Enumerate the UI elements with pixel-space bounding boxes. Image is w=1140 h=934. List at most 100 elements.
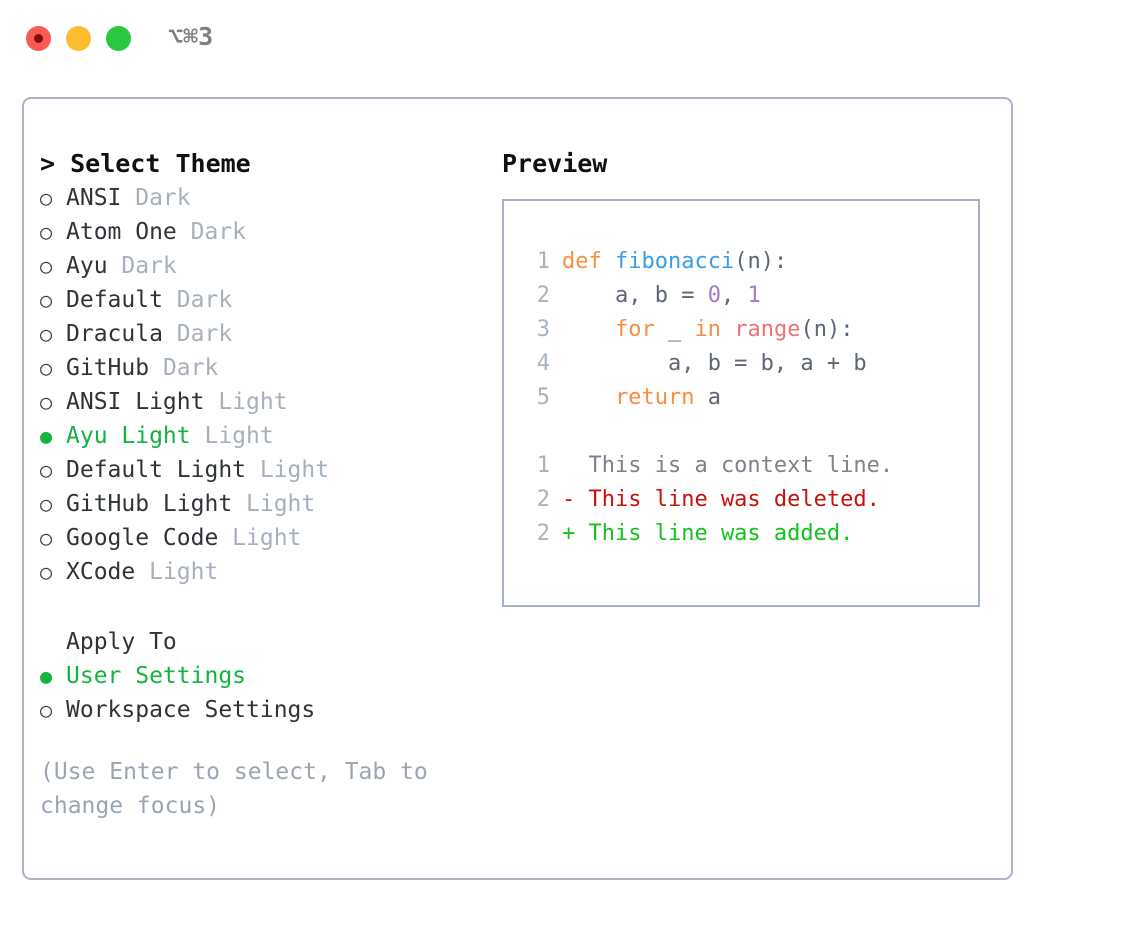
theme-option-name: ANSI Light bbox=[66, 389, 205, 415]
theme-option-google-code[interactable]: ○Google Code Light bbox=[40, 521, 470, 555]
maximize-window-button[interactable] bbox=[106, 26, 131, 51]
radio-unselected-icon: ○ bbox=[40, 698, 53, 722]
theme-option-name: GitHub bbox=[66, 355, 150, 381]
theme-option-category: Light bbox=[190, 423, 274, 449]
diff-line-context: 1 This is a context line. bbox=[504, 449, 978, 483]
section-spacer bbox=[40, 589, 470, 625]
theme-option-ansi-light[interactable]: ○ ANSI Light Light bbox=[40, 385, 470, 419]
theme-option-name: Dracula bbox=[66, 321, 163, 347]
theme-option-name: Default Light bbox=[66, 457, 247, 483]
code-line-number: 4 bbox=[536, 351, 550, 376]
theme-option-github-light[interactable]: ○ GitHub Light Light bbox=[40, 487, 470, 521]
code-line: 4 a, b = b, a + b bbox=[504, 347, 978, 381]
code-token-plain: (n): bbox=[734, 249, 788, 274]
theme-selector-panel: > Select Theme ○ANSI Dark○Atom One Dark○… bbox=[22, 97, 1013, 880]
title-bar: ⌥⌘3 bbox=[0, 0, 1140, 78]
theme-selection-column: > Select Theme ○ANSI Dark○Atom One Dark○… bbox=[40, 147, 470, 823]
code-token-builtin: range bbox=[734, 317, 801, 342]
diff-line-number: 2 bbox=[536, 521, 550, 546]
radio-selected-icon: ● bbox=[40, 424, 53, 448]
diff-line-text: - This line was deleted. bbox=[562, 487, 880, 512]
theme-option-category: Dark bbox=[176, 219, 247, 245]
theme-option-category: Light bbox=[232, 491, 316, 517]
code-token-plain: a, b = bbox=[562, 283, 708, 308]
theme-option-ayu[interactable]: ○ Ayu Dark bbox=[40, 249, 470, 283]
code-line-number: 5 bbox=[536, 385, 550, 410]
code-line-text: for _ in range(n): bbox=[562, 313, 853, 347]
keyboard-hint-text: (Use Enter to select, Tab to change focu… bbox=[40, 759, 428, 819]
code-token-fn: fibonacci bbox=[614, 249, 735, 274]
window-title: ⌥⌘3 bbox=[168, 22, 214, 51]
code-line-text: a, b = 0, 1 bbox=[562, 279, 761, 313]
theme-option-default-light[interactable]: ○Default Light Light bbox=[40, 453, 470, 487]
radio-unselected-icon: ○ bbox=[40, 560, 53, 584]
apply-to-option-name: Workspace Settings bbox=[66, 697, 316, 723]
code-line-number: 2 bbox=[536, 283, 550, 308]
select-theme-heading: > Select Theme bbox=[40, 149, 251, 178]
code-token-plain: a bbox=[694, 385, 721, 410]
radio-unselected-icon: ○ bbox=[40, 322, 53, 346]
theme-option-name: GitHub Light bbox=[66, 491, 233, 517]
preview-heading: Preview bbox=[502, 149, 608, 178]
code-line-text: a, b = b, a + b bbox=[562, 347, 867, 381]
diff-line-number: 2 bbox=[536, 487, 550, 512]
code-token-num: 0 bbox=[707, 283, 721, 308]
code-token-plain: _ bbox=[654, 317, 695, 342]
theme-option-github[interactable]: ○ GitHub Dark bbox=[40, 351, 470, 385]
radio-unselected-icon: ○ bbox=[40, 458, 53, 482]
theme-option-category: Dark bbox=[162, 287, 233, 313]
diff-sample: 1 This is a context line. 2 - This line wa… bbox=[504, 449, 978, 551]
theme-option-category: Dark bbox=[162, 321, 233, 347]
radio-unselected-icon: ○ bbox=[40, 356, 53, 380]
minimize-window-button[interactable] bbox=[66, 26, 91, 51]
radio-unselected-icon: ○ bbox=[40, 254, 53, 278]
radio-unselected-icon: ○ bbox=[40, 492, 53, 516]
code-line-number: 3 bbox=[536, 317, 550, 342]
diff-line-added: 2 + This line was added. bbox=[504, 517, 978, 551]
theme-option-name: Default bbox=[66, 287, 163, 313]
code-line: 5 return a bbox=[504, 381, 978, 415]
code-line: 3 for _ in range(n): bbox=[504, 313, 978, 347]
radio-unselected-icon: ○ bbox=[40, 288, 53, 312]
theme-option-ayu-light[interactable]: ●Ayu Light Light bbox=[40, 419, 470, 453]
code-token-kw: for bbox=[614, 317, 655, 342]
radio-unselected-icon: ○ bbox=[40, 390, 53, 414]
code-token-kw: def bbox=[562, 249, 615, 274]
theme-option-name: Ayu bbox=[66, 253, 108, 279]
theme-option-name: XCode bbox=[66, 559, 136, 585]
apply-to-option-user-settings[interactable]: ●User Settings bbox=[40, 659, 470, 693]
diff-line-text: This is a context line. bbox=[562, 453, 894, 478]
radio-unselected-icon: ○ bbox=[40, 526, 53, 550]
apply-to-option-name: User Settings bbox=[66, 663, 247, 689]
diff-line-text: + This line was added. bbox=[562, 521, 854, 546]
code-line-text: def fibonacci(n): bbox=[562, 245, 787, 279]
apply-to-option-workspace-settings[interactable]: ○ Workspace Settings bbox=[40, 693, 470, 727]
radio-unselected-icon: ○ bbox=[40, 186, 53, 210]
theme-option-category: Dark bbox=[149, 355, 219, 381]
apply-to-heading: Apply To bbox=[66, 629, 177, 655]
theme-option-atom-one[interactable]: ○Atom One Dark bbox=[40, 215, 470, 249]
diff-line-deleted: 2 - This line was deleted. bbox=[504, 483, 978, 517]
theme-option-dracula[interactable]: ○ Dracula Dark bbox=[40, 317, 470, 351]
theme-option-name: Atom One bbox=[66, 219, 177, 245]
theme-option-category: Light bbox=[204, 389, 288, 415]
theme-option-xcode[interactable]: ○ XCode Light bbox=[40, 555, 470, 589]
theme-option-ansi[interactable]: ○ANSI Dark bbox=[40, 181, 470, 215]
close-window-button[interactable] bbox=[26, 26, 51, 51]
theme-option-category: Dark bbox=[107, 253, 177, 279]
theme-option-default[interactable]: ○ Default Dark bbox=[40, 283, 470, 317]
code-token-plain bbox=[721, 317, 734, 342]
code-line-text: return a bbox=[562, 381, 721, 415]
code-token-plain bbox=[562, 317, 615, 342]
theme-option-list: ○ANSI Dark○Atom One Dark○Ayu Dark○Defaul… bbox=[40, 181, 470, 589]
code-line-number: 1 bbox=[536, 249, 550, 274]
theme-option-category: Light bbox=[135, 559, 219, 585]
traffic-light-controls bbox=[26, 26, 131, 51]
code-diff-spacer bbox=[504, 415, 978, 449]
diff-line-number: 1 bbox=[536, 453, 550, 478]
apply-to-option-list: ●User Settings ○ Workspace Settings bbox=[40, 659, 470, 727]
theme-option-category: Dark bbox=[121, 185, 191, 211]
